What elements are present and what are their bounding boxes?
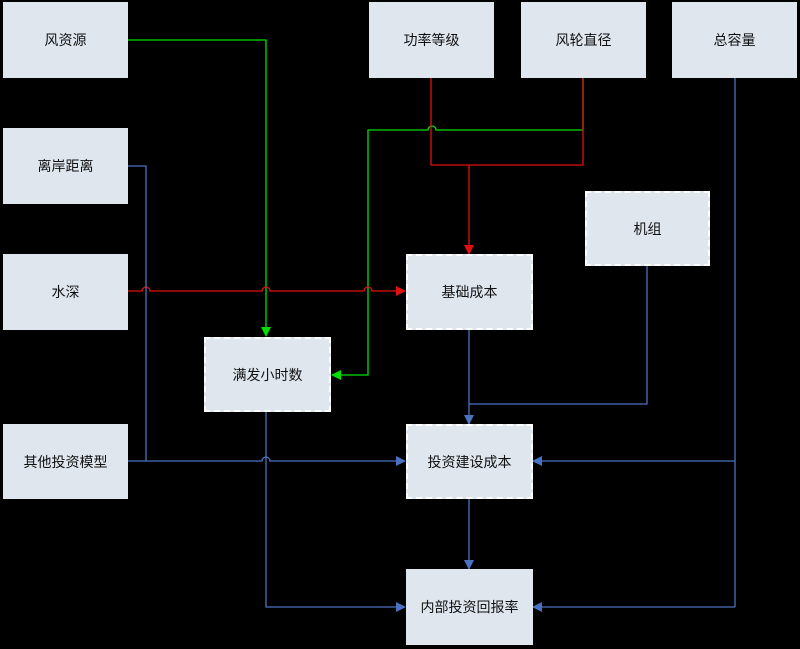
node-total-capacity: 总容量 xyxy=(672,2,797,78)
node-label: 内部投资回报率 xyxy=(420,600,519,616)
node-label: 功率等级 xyxy=(403,33,460,49)
node-wind-resource: 风资源 xyxy=(3,2,128,78)
node-power-rating: 功率等级 xyxy=(369,2,494,78)
edge-rotor-diameter-to-full-load-hours xyxy=(331,78,584,380)
node-full-load-hours: 满发小时数 xyxy=(204,337,331,412)
node-label: 机组 xyxy=(633,221,662,238)
node-irr: 内部投资回报率 xyxy=(406,569,533,645)
edge-turbine-unit-to-construction-cost xyxy=(469,266,648,405)
node-label: 满发小时数 xyxy=(232,367,303,384)
node-label: 基础成本 xyxy=(441,285,498,301)
node-label: 投资建设成本 xyxy=(427,454,512,471)
edge-offshore-distance-down xyxy=(128,165,147,461)
edge-power-rating-to-foundation-cost xyxy=(430,78,584,166)
node-offshore-distance: 离岸距离 xyxy=(3,128,128,204)
edge-full-load-hours-to-irr xyxy=(265,412,406,612)
node-turbine-unit: 机组 xyxy=(585,191,710,266)
node-foundation-cost: 基础成本 xyxy=(406,254,533,330)
node-label: 离岸距离 xyxy=(37,159,94,175)
node-other-investment-model: 其他投资模型 xyxy=(3,424,128,499)
node-label: 其他投资模型 xyxy=(23,454,108,471)
node-label: 风轮直径 xyxy=(555,33,612,49)
node-label: 总容量 xyxy=(713,33,756,49)
node-construction-cost: 投资建设成本 xyxy=(406,424,533,499)
edge-wind-resource-to-full-load-hours xyxy=(128,39,271,337)
node-label: 水深 xyxy=(51,285,80,301)
node-label: 风资源 xyxy=(44,33,87,49)
node-water-depth: 水深 xyxy=(3,254,128,330)
node-rotor-diameter: 风轮直径 xyxy=(521,2,646,78)
